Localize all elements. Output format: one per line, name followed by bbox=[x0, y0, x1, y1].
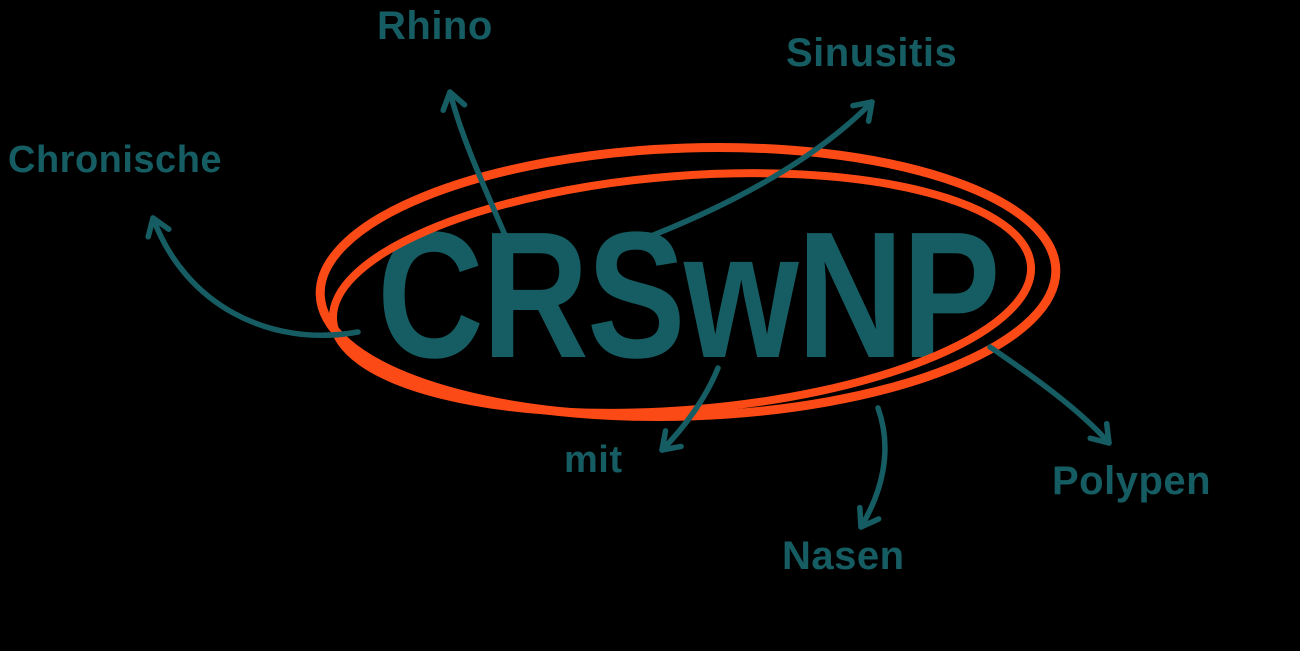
label-chronische: Chronische bbox=[8, 139, 223, 181]
label-rhino: Rhino bbox=[377, 4, 493, 48]
acronym-text: CRSwNP bbox=[377, 195, 1000, 396]
arrow-to-nasen bbox=[857, 405, 888, 530]
label-sinusitis: Sinusitis bbox=[786, 31, 958, 75]
arrow-to-chronische bbox=[145, 215, 361, 338]
label-nasen: Nasen bbox=[782, 534, 905, 578]
label-mit: mit bbox=[564, 439, 623, 481]
arrow-to-polypen bbox=[987, 344, 1112, 446]
label-polypen: Polypen bbox=[1052, 459, 1212, 503]
